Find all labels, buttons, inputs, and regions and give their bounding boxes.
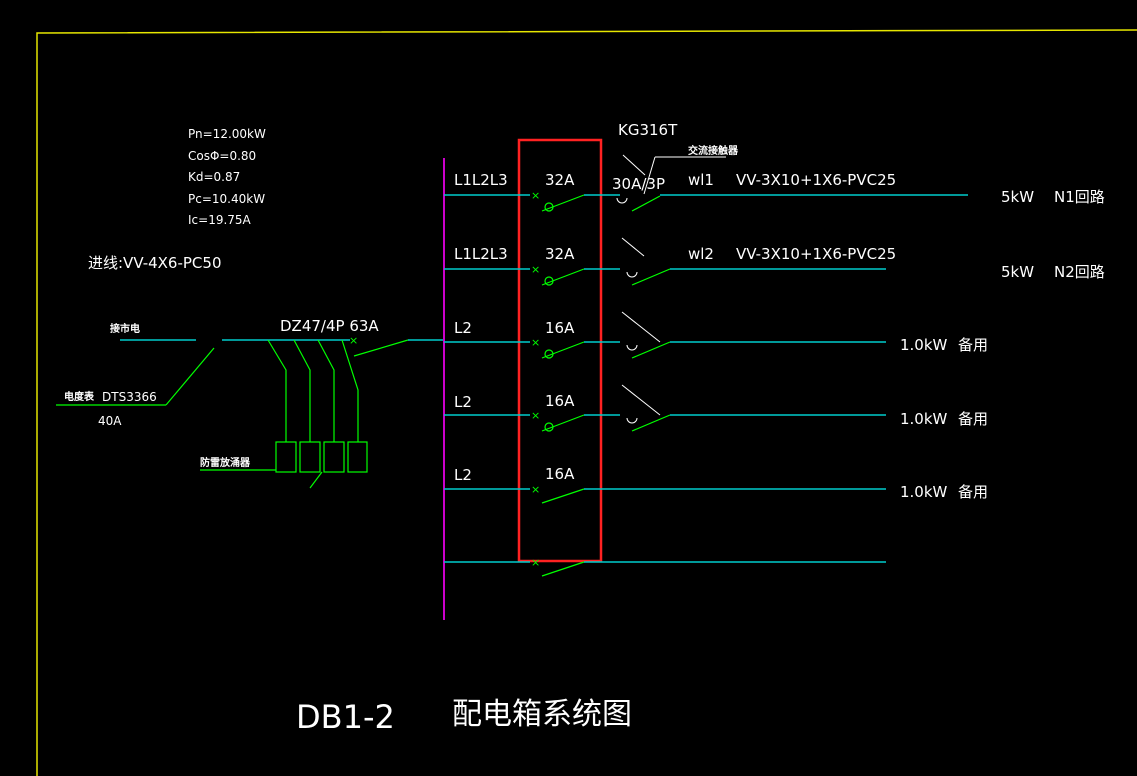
param-pc: Pc=10.40kW <box>188 192 265 206</box>
circuit-wire-id: wl1 <box>688 171 714 189</box>
spd-label: 防雷放涌器 <box>200 456 251 469</box>
kg-label: KG316T <box>618 121 678 139</box>
main-breaker-blade <box>353 339 409 357</box>
contactor-arc-icon <box>626 344 638 351</box>
drawing-frame <box>36 29 1137 776</box>
breaker-cross-icon: × <box>531 263 540 276</box>
breaker-blade <box>541 488 585 504</box>
contactor-stub <box>621 311 661 343</box>
contactor-label: 交流接触器 <box>688 144 739 157</box>
contactor-blade <box>631 195 661 212</box>
breaker-blade <box>541 268 585 286</box>
contactor-rating: 30A/3P <box>612 175 665 193</box>
breaker-blade <box>541 341 585 359</box>
spare-circuit-row: × <box>444 556 886 577</box>
breaker-blade <box>541 194 585 212</box>
meter-model: DTS3366 <box>102 390 157 404</box>
meter-switch-blade <box>165 347 215 406</box>
circuit-rating: 16A <box>545 319 575 337</box>
contactor-stub <box>622 154 646 176</box>
circuit-power: 5kW <box>1001 263 1034 281</box>
circuit-phase: L2 <box>454 393 472 411</box>
contactor-leader <box>643 156 656 195</box>
param-cos: CosΦ=0.80 <box>188 149 256 163</box>
circuit-name: N1回路 <box>1054 188 1105 206</box>
circuit-row: L2 16A × 1.0kW 备用 <box>444 311 988 359</box>
breaker-highlight-box <box>517 138 603 563</box>
circuit-power: 1.0kW <box>900 336 948 354</box>
param-ic: Ic=19.75A <box>188 213 252 227</box>
circuit-cable: VV-3X10+1X6-PVC25 <box>736 245 896 263</box>
meter-label: 电度表 <box>64 390 95 403</box>
circuit-name: 备用 <box>958 483 988 501</box>
mains-supply-label: 接市电 <box>110 322 140 335</box>
breaker-cross-icon: × <box>531 556 540 569</box>
contactor-stub <box>621 384 661 416</box>
circuit-rating: 16A <box>545 392 575 410</box>
circuit-row: L2 16A × 1.0kW 备用 <box>444 465 988 504</box>
circuit-name: 备用 <box>958 410 988 428</box>
surge-protector-group <box>200 339 368 489</box>
contactor-arc-icon <box>626 271 638 278</box>
main-breaker-label: DZ47/4P 63A <box>280 317 379 335</box>
breaker-cross-icon: × <box>531 189 540 202</box>
main-breaker-cross-icon: × <box>349 334 358 347</box>
circuit-power: 1.0kW <box>900 483 948 501</box>
param-pn: Pn=12.00kW <box>188 127 266 141</box>
breaker-cross-icon: × <box>531 483 540 496</box>
circuit-name: 备用 <box>958 336 988 354</box>
meter-rating: 40A <box>98 414 122 428</box>
circuit-row: L1L2L3 32A × wl2 VV-3X10+1X6-PVC25 5kW N… <box>444 237 1105 286</box>
circuit-phase: L2 <box>454 466 472 484</box>
diagram-title: 配电箱系统图 <box>452 697 632 732</box>
circuit-wire-id: wl2 <box>688 245 714 263</box>
contactor-arc-icon <box>626 417 638 424</box>
incoming-cable-label: 进线:VV-4X6-PC50 <box>88 254 222 272</box>
circuit-phase: L1L2L3 <box>454 171 508 189</box>
circuit-cable: VV-3X10+1X6-PVC25 <box>736 171 896 189</box>
diagram-code: DB1-2 <box>296 698 395 736</box>
circuit-rating: 16A <box>545 465 575 483</box>
param-kd: Kd=0.87 <box>188 170 240 184</box>
breaker-blade <box>541 414 585 432</box>
circuit-row: L2 16A × 1.0kW 备用 <box>444 384 988 432</box>
breaker-cross-icon: × <box>531 336 540 349</box>
circuit-power: 1.0kW <box>900 410 948 428</box>
circuit-rating: 32A <box>545 171 575 189</box>
circuit-row: L1L2L3 32A × wl1 VV-3X10+1X6-PVC25 5kW N… <box>444 154 1105 212</box>
breaker-blade <box>541 561 585 577</box>
circuit-phase: L2 <box>454 319 472 337</box>
contactor-blade <box>631 414 671 432</box>
circuit-power: 5kW <box>1001 188 1034 206</box>
contactor-arc-icon <box>616 197 628 204</box>
circuit-name: N2回路 <box>1054 263 1105 281</box>
contactor-stub <box>621 237 645 257</box>
breaker-cross-icon: × <box>531 409 540 422</box>
circuit-rating: 32A <box>545 245 575 263</box>
contactor-blade <box>631 341 671 359</box>
circuit-phase: L1L2L3 <box>454 245 508 263</box>
contactor-blade <box>631 268 671 286</box>
